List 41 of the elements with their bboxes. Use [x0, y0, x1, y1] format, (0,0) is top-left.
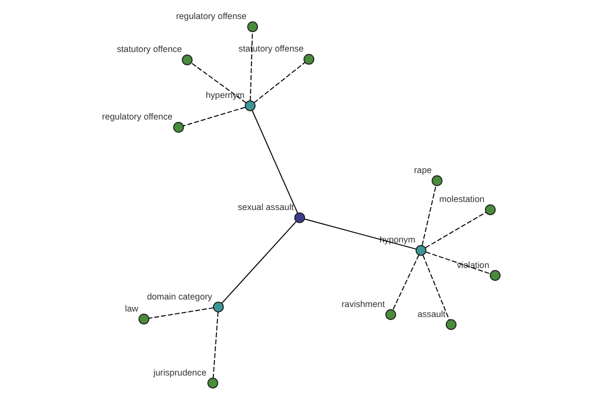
connector — [422, 254, 450, 320]
node-label: regulatory offense — [176, 11, 246, 22]
connector — [212, 312, 218, 378]
node-circle — [484, 204, 496, 216]
node-circle — [445, 319, 456, 330]
connector — [148, 307, 214, 319]
node-circle — [294, 212, 305, 224]
node-label: statutory offense — [238, 44, 304, 54]
connector — [253, 62, 305, 104]
node-label: molestation — [438, 194, 484, 204]
node-circle — [246, 21, 258, 32]
node-label: hyponym — [378, 234, 415, 245]
node-circle — [431, 175, 442, 186]
connector — [421, 185, 436, 246]
node-label: assault — [416, 308, 445, 319]
connector — [392, 254, 419, 310]
node-circle — [181, 54, 192, 66]
connector — [424, 212, 486, 248]
node-label: rape — [413, 165, 432, 176]
connector — [190, 62, 246, 104]
node-circle — [212, 302, 224, 312]
connector — [182, 106, 245, 126]
node-label: domain category — [146, 291, 212, 302]
node-label: statutory offence — [116, 44, 182, 54]
node-label: sexual assault — [237, 202, 294, 212]
node-circle — [206, 378, 218, 388]
node-circle — [172, 122, 184, 133]
node-circle — [489, 270, 500, 281]
connector — [220, 221, 296, 304]
node-label: jurisprudence — [152, 367, 206, 378]
connector — [251, 110, 298, 214]
connector — [304, 218, 416, 250]
node-circle — [384, 309, 396, 320]
node-circle — [415, 244, 426, 256]
node-circle — [244, 100, 256, 112]
node-label: ravishment — [341, 298, 384, 309]
node-label: regulatory offence — [102, 112, 172, 122]
node-label: law — [124, 303, 138, 314]
node-circle — [138, 314, 149, 324]
connector — [249, 32, 252, 102]
node-circle — [303, 54, 314, 65]
